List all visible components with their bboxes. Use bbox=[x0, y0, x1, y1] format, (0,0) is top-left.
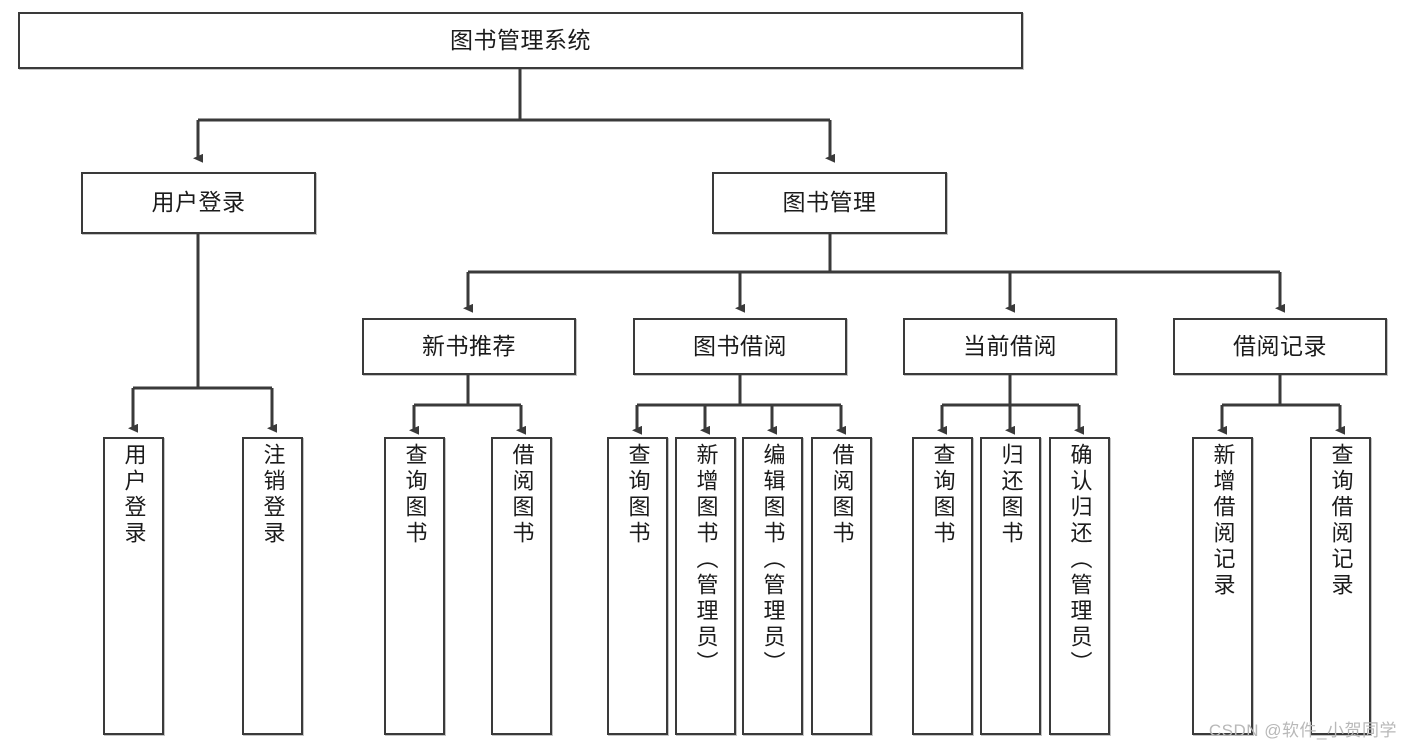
leaf-current-borrow-query[interactable]: 查询图书 bbox=[912, 437, 973, 735]
node-root-label: 图书管理系统 bbox=[450, 26, 591, 53]
node-book-management-label: 图书管理 bbox=[782, 189, 877, 216]
node-user-login[interactable]: 用户登录 bbox=[81, 172, 316, 234]
leaf-user-login-login-label: 用户登录 bbox=[121, 443, 147, 547]
leaf-book-borrow-add-label: 新增图书（管理员） bbox=[693, 443, 719, 677]
leaf-book-borrow-query[interactable]: 查询图书 bbox=[607, 437, 668, 735]
node-book-borrow-label: 图书借阅 bbox=[693, 332, 787, 359]
leaf-user-login-login[interactable]: 用户登录 bbox=[103, 437, 164, 735]
leaf-new-book-query-label: 查询图书 bbox=[402, 443, 428, 547]
leaf-new-book-borrow[interactable]: 借阅图书 bbox=[491, 437, 552, 735]
leaf-current-borrow-confirm-label: 确认归还（管理员） bbox=[1067, 443, 1093, 677]
leaf-book-borrow-add[interactable]: 新增图书（管理员） bbox=[675, 437, 736, 735]
node-root[interactable]: 图书管理系统 bbox=[18, 12, 1023, 69]
node-book-management[interactable]: 图书管理 bbox=[712, 172, 947, 234]
leaf-user-login-logout-label: 注销登录 bbox=[260, 443, 286, 547]
leaf-current-borrow-return-label: 归还图书 bbox=[998, 443, 1024, 547]
leaf-current-borrow-return[interactable]: 归还图书 bbox=[980, 437, 1041, 735]
node-new-book-recommend[interactable]: 新书推荐 bbox=[362, 318, 576, 375]
leaf-borrow-record-add[interactable]: 新增借阅记录 bbox=[1192, 437, 1253, 735]
leaf-book-borrow-borrow[interactable]: 借阅图书 bbox=[811, 437, 872, 735]
node-borrow-record[interactable]: 借阅记录 bbox=[1173, 318, 1387, 375]
leaf-current-borrow-confirm[interactable]: 确认归还（管理员） bbox=[1049, 437, 1110, 735]
node-current-borrow[interactable]: 当前借阅 bbox=[903, 318, 1117, 375]
watermark: CSDN @软件_小贺同学 bbox=[1208, 721, 1397, 740]
leaf-borrow-record-query-label: 查询借阅记录 bbox=[1328, 443, 1354, 599]
node-book-borrow[interactable]: 图书借阅 bbox=[633, 318, 847, 375]
leaf-book-borrow-edit[interactable]: 编辑图书（管理员） bbox=[742, 437, 803, 735]
leaf-book-borrow-edit-label: 编辑图书（管理员） bbox=[760, 443, 786, 677]
leaf-book-borrow-query-label: 查询图书 bbox=[625, 443, 651, 547]
leaf-borrow-record-add-label: 新增借阅记录 bbox=[1210, 443, 1236, 599]
node-current-borrow-label: 当前借阅 bbox=[963, 332, 1057, 359]
leaf-new-book-borrow-label: 借阅图书 bbox=[509, 443, 535, 547]
node-user-login-label: 用户登录 bbox=[151, 189, 246, 216]
node-borrow-record-label: 借阅记录 bbox=[1233, 332, 1327, 359]
leaf-current-borrow-query-label: 查询图书 bbox=[930, 443, 956, 547]
leaf-user-login-logout[interactable]: 注销登录 bbox=[242, 437, 303, 735]
leaf-new-book-query[interactable]: 查询图书 bbox=[384, 437, 445, 735]
leaf-book-borrow-borrow-label: 借阅图书 bbox=[829, 443, 855, 547]
leaf-borrow-record-query[interactable]: 查询借阅记录 bbox=[1310, 437, 1371, 735]
node-new-book-recommend-label: 新书推荐 bbox=[422, 332, 516, 359]
